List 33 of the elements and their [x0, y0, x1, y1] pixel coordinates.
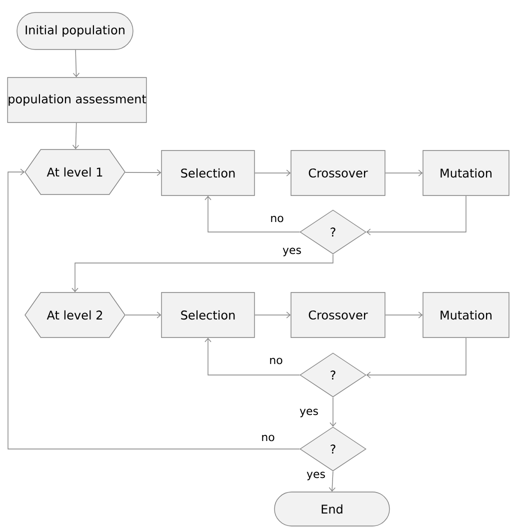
terminal-box: End	[274, 492, 390, 526]
arrow	[254, 170, 291, 176]
process-box: Mutation	[422, 292, 510, 338]
arrow	[328, 471, 336, 492]
arrow	[204, 196, 300, 232]
edge-label: no	[260, 434, 276, 442]
arrow	[125, 312, 162, 318]
preparation-hexagon: At level 2	[24, 292, 126, 338]
arrow	[72, 254, 334, 292]
process-box: Selection	[161, 150, 255, 196]
edge-label: yes	[282, 246, 302, 258]
arrow	[72, 122, 80, 150]
edge-label: yes	[298, 408, 320, 418]
edge-label: no	[268, 356, 284, 366]
arrow	[366, 196, 466, 236]
terminal-box: Initial population	[16, 12, 134, 50]
arrow	[366, 338, 466, 378]
process-box: Selection	[161, 292, 255, 338]
edge-label: no	[269, 214, 285, 224]
arrow	[204, 338, 300, 376]
arrow	[124, 169, 162, 176]
arrow	[8, 168, 300, 450]
process-box: Crossover	[290, 292, 386, 338]
arrow	[385, 170, 423, 176]
arrow	[254, 312, 291, 318]
arrow	[385, 312, 423, 318]
preparation-hexagon: At level 1	[24, 149, 126, 195]
process-box: population assessment	[7, 77, 147, 123]
arrow	[330, 397, 336, 427]
edge-label: yes	[306, 470, 326, 482]
process-box: Crossover	[290, 150, 386, 196]
arrow	[72, 50, 80, 78]
process-box: Mutation	[422, 150, 510, 196]
